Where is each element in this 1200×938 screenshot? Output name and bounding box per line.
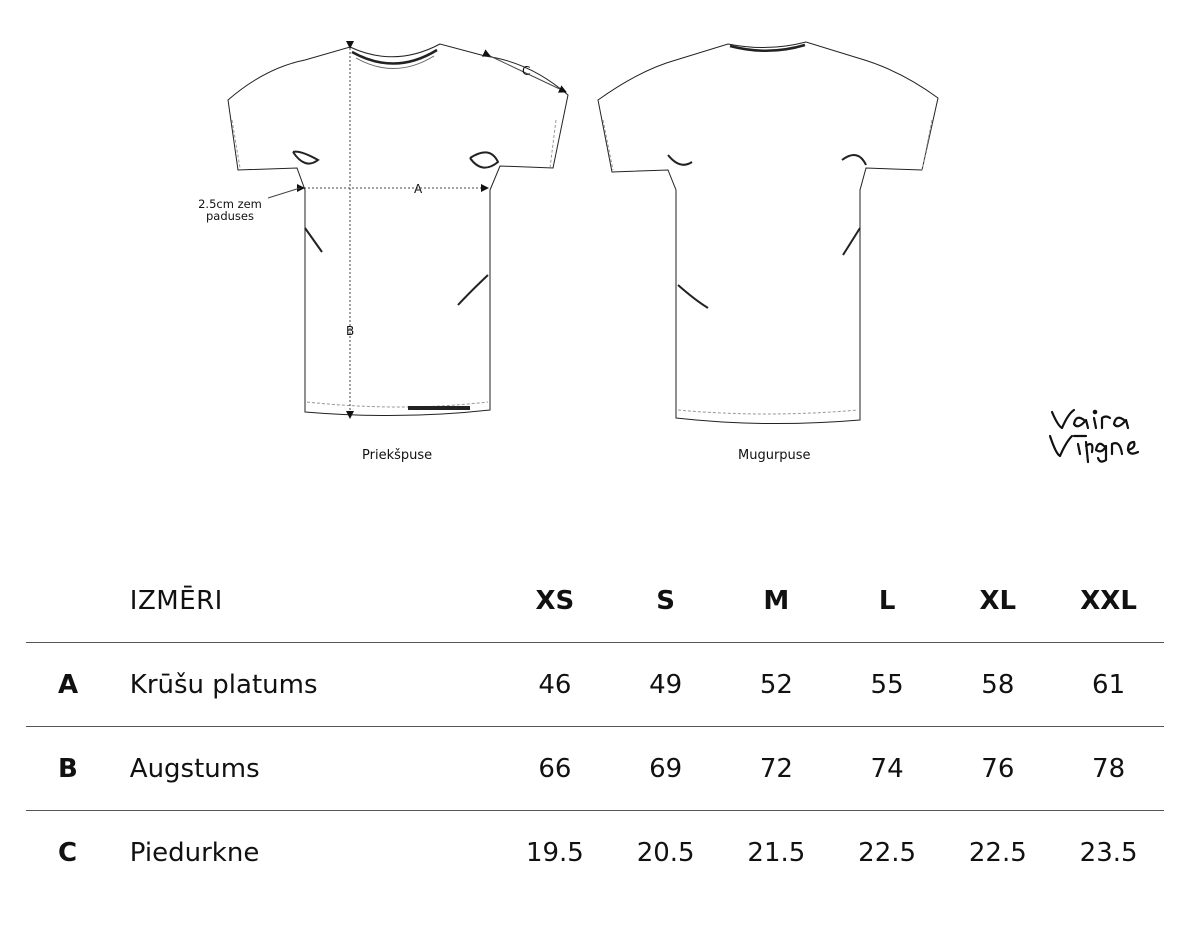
cell-value: 76 [942,726,1054,811]
tshirt-diagram: A B C 2.5cm zem paduses Priekšpuse Mugur… [190,41,1140,464]
row-letter: C [26,810,130,894]
header-spacer [26,560,130,643]
cell-value: 66 [499,726,611,811]
cell-value: 22.5 [831,810,943,894]
size-m: M [763,586,790,616]
cell-value: 21.5 [721,810,832,894]
measure-a-label: A [414,182,423,196]
size-s: S [656,586,675,616]
cell-value: 22.5 [942,810,1054,894]
row-name: Krūšu platums [129,642,500,727]
size-xxl: XXL [1080,586,1137,616]
armpit-note: 2.5cm zem paduses [190,198,270,222]
size-header-label: IZMĒRI [129,586,223,616]
row-letter: A [26,642,130,727]
cell-value: 19.5 [499,810,611,894]
back-label: Mugurpuse [738,448,811,463]
row-letter: B [26,726,130,811]
size-xs: XS [535,586,575,616]
cell-value: 78 [1053,726,1164,811]
measure-guides [267,41,567,419]
cell-value: 46 [499,642,611,727]
cell-value: 72 [721,726,832,811]
brand-logo [1048,408,1140,464]
cell-value: 23.5 [1053,810,1164,894]
cell-value: 49 [610,642,721,727]
cell-value: 55 [831,642,943,727]
cell-value: 61 [1053,642,1164,727]
measure-b-label: B [346,324,355,338]
tshirt-drawings [227,41,939,425]
table-row-chest-width: A Krūšu platums 46 49 52 55 58 61 [26,642,1164,727]
cell-value: 58 [942,642,1054,727]
cell-value: 20.5 [610,810,721,894]
size-l: L [878,586,896,616]
armpit-note-line2: paduses [206,209,254,223]
front-tshirt [227,43,569,417]
front-label: Priekšpuse [362,448,433,463]
cell-value: 69 [610,726,721,811]
size-table: IZMĒRI XS S M L XL XXL A Krūšu platums 4… [26,560,1164,894]
row-name: Augstums [129,726,500,811]
back-tshirt [597,41,939,425]
row-name: Piedurkne [129,810,500,894]
size-header-row: IZMĒRI XS S M L XL XXL [26,560,1164,643]
table-row-height: B Augstums 66 69 72 74 76 78 [26,726,1164,811]
cell-value: 74 [831,726,943,811]
cell-value: 52 [721,642,832,727]
size-xl: XL [979,586,1017,616]
armpit-note-line1: 2.5cm zem [198,197,262,211]
table-row-sleeve: C Piedurkne 19.5 20.5 21.5 22.5 22.5 23.… [26,810,1164,894]
measure-c-label: C [522,64,531,78]
